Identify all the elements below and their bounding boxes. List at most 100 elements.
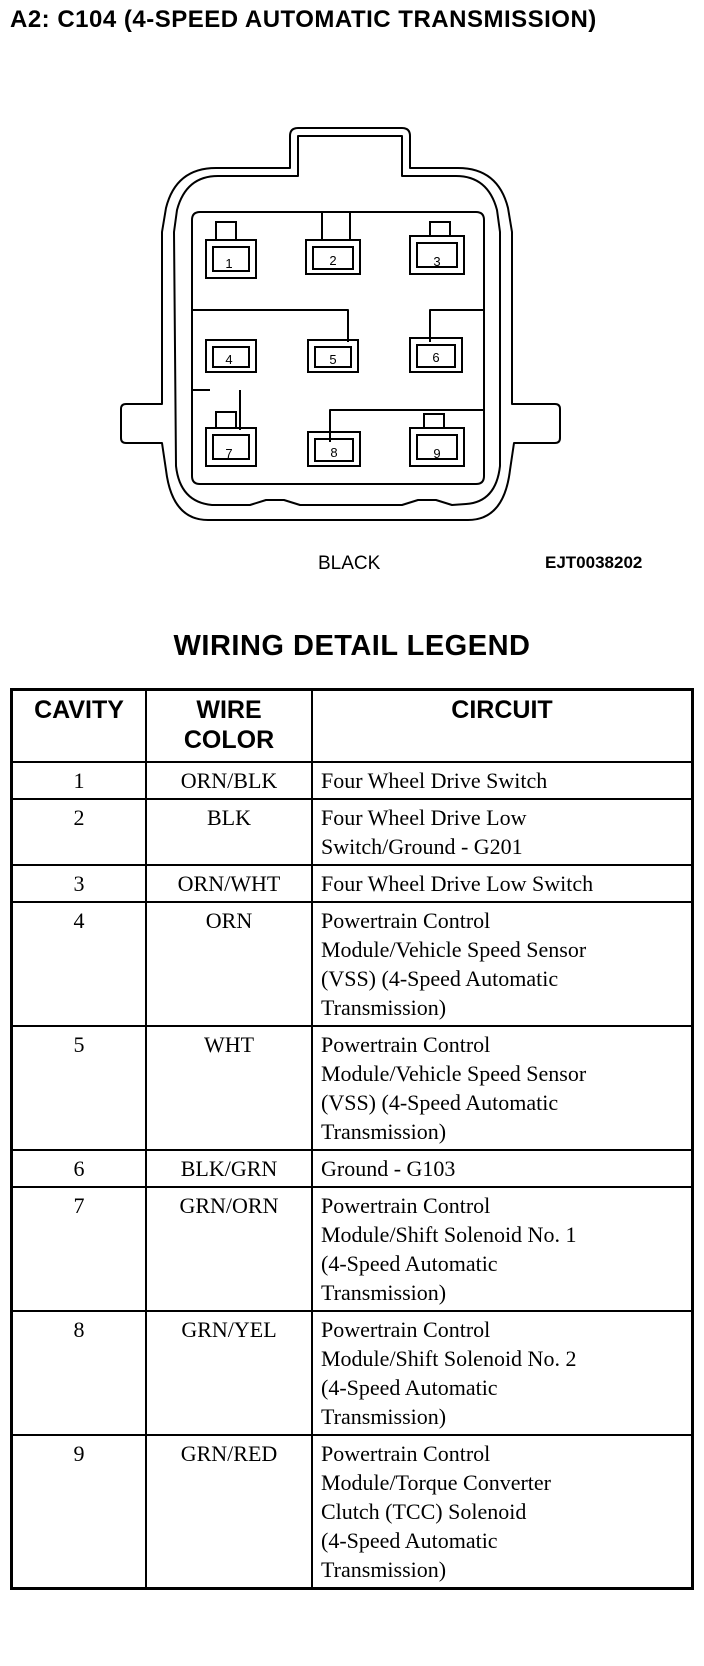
circuit-line: (VSS) (4-Speed Automatic	[321, 1090, 559, 1115]
cavity-cell: 4	[10, 901, 147, 1027]
wire-color-cell: BLK/GRN	[145, 1149, 313, 1188]
wire-color-cell: GRN/YEL	[145, 1310, 313, 1436]
separator-tab-top	[321, 212, 351, 240]
connector-inner-wall	[173, 135, 501, 506]
page-title: A2: C104 (4-SPEED AUTOMATIC TRANSMISSION…	[10, 6, 597, 33]
circuit-line: Four Wheel Drive Low Switch	[321, 871, 594, 896]
wire-color-cell: ORN/WHT	[145, 864, 313, 903]
circuit-line: Transmission)	[321, 1280, 447, 1305]
connector-diagram: 1 2 3 4 5 6 7 8 9	[120, 127, 561, 521]
cavity-number: 5	[329, 352, 336, 367]
legend-title: WIRING DETAIL LEGEND	[173, 630, 531, 662]
cavity-number: 4	[225, 352, 232, 367]
cavity-number: 1	[225, 256, 232, 271]
cavity-8	[307, 431, 361, 467]
circuit-line: Module/Vehicle Speed Sensor	[321, 1061, 587, 1086]
cavity-cell: 2	[10, 798, 147, 866]
cavity-7	[205, 411, 257, 467]
connector-housing	[120, 127, 561, 521]
circuit-line: (VSS) (4-Speed Automatic	[321, 966, 559, 991]
circuit-cell: Four Wheel Drive Low Switch	[311, 864, 694, 903]
cavity-group	[205, 221, 465, 467]
cavity-cell: 8	[10, 1310, 147, 1436]
cavity-5	[307, 339, 359, 373]
cavity-number: 2	[329, 253, 336, 268]
figure-id: EJT0038202	[545, 553, 643, 572]
circuit-line: Clutch (TCC) Solenoid	[321, 1499, 527, 1524]
circuit-line: Ground - G103	[321, 1156, 456, 1181]
circuit-line: (4-Speed Automatic	[321, 1528, 498, 1553]
circuit-line: Transmission)	[321, 1404, 447, 1429]
cavity-number: 9	[433, 446, 440, 461]
circuit-line: Powertrain Control	[321, 908, 491, 933]
circuit-cell: Four Wheel Drive Switch	[311, 761, 694, 800]
circuit-line: Module/Vehicle Speed Sensor	[321, 937, 587, 962]
connector-color-label: BLACK	[318, 553, 381, 574]
wire-color-cell: ORN	[145, 901, 313, 1027]
cavity-number: 7	[225, 446, 232, 461]
cavity-cell: 9	[10, 1434, 147, 1590]
header-wire-color-line1: WIRE	[196, 696, 262, 724]
circuit-line: Powertrain Control	[321, 1193, 491, 1218]
header-wire-color-line2: COLOR	[183, 726, 275, 754]
cavity-9	[409, 413, 465, 467]
cavity-cell: 6	[10, 1149, 147, 1188]
header-wire-color: WIRE COLOR	[145, 688, 313, 763]
circuit-line: Powertrain Control	[321, 1441, 491, 1466]
header-cavity: CAVITY	[10, 688, 147, 763]
cavity-3	[409, 221, 465, 275]
wire-color-cell: ORN/BLK	[145, 761, 313, 800]
circuit-line: Module/Torque Converter	[321, 1470, 552, 1495]
cavity-4	[205, 339, 257, 373]
circuit-line: Four Wheel Drive Low	[321, 805, 527, 830]
cavity-6	[409, 337, 463, 373]
circuit-cell: Ground - G103	[311, 1149, 694, 1188]
cavity-cell: 5	[10, 1025, 147, 1151]
cavity-cell: 3	[10, 864, 147, 903]
separator-lower	[329, 409, 484, 442]
cavity-cell: 7	[10, 1186, 147, 1312]
cavity-number: 3	[433, 254, 440, 269]
cavity-1	[205, 221, 257, 279]
wire-color-cell: GRN/RED	[145, 1434, 313, 1590]
cavity-number: 8	[330, 445, 337, 460]
circuit-line: Transmission)	[321, 995, 447, 1020]
circuit-line: Transmission)	[321, 1119, 447, 1144]
circuit-line: Transmission)	[321, 1557, 447, 1582]
circuit-line: (4-Speed Automatic	[321, 1375, 498, 1400]
circuit-line: Four Wheel Drive Switch	[321, 768, 548, 793]
circuit-line: Module/Shift Solenoid No. 2	[321, 1346, 577, 1371]
separator-right	[429, 309, 484, 342]
separator-upper	[192, 309, 349, 342]
circuit-line: Powertrain Control	[321, 1317, 491, 1342]
cavity-number: 6	[432, 350, 439, 365]
header-circuit: CIRCUIT	[311, 688, 694, 763]
cavity-cell: 1	[10, 761, 147, 800]
legend-header-row: CAVITY WIRE COLOR CIRCUIT	[10, 688, 694, 763]
wire-color-cell: BLK	[145, 798, 313, 866]
circuit-line: Powertrain Control	[321, 1032, 491, 1057]
connector-face	[191, 211, 485, 485]
circuit-line: (4-Speed Automatic	[321, 1251, 498, 1276]
circuit-line: Switch/Ground - G201	[321, 834, 523, 859]
cavity-2	[305, 239, 361, 275]
wire-color-cell: GRN/ORN	[145, 1186, 313, 1312]
wire-color-cell: WHT	[145, 1025, 313, 1151]
circuit-line: Module/Shift Solenoid No. 1	[321, 1222, 577, 1247]
